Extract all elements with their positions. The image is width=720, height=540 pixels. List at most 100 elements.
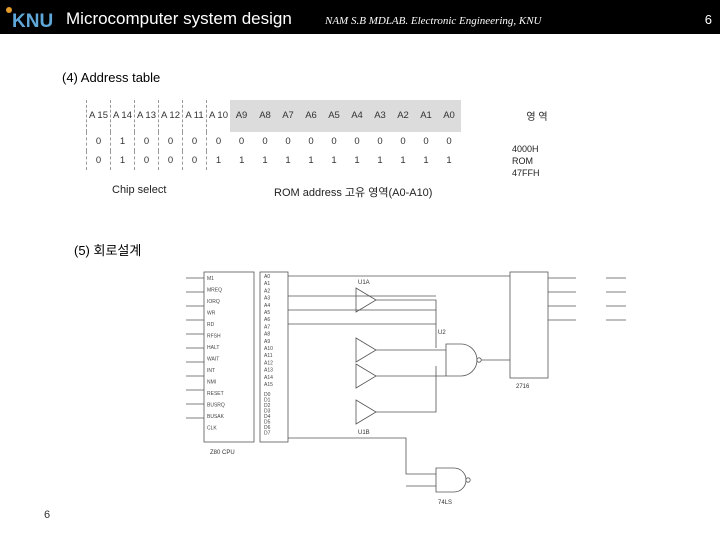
cpu-pin-label: IORQ xyxy=(207,299,220,305)
table-cell: 0 xyxy=(262,135,268,147)
table-cell: 0 xyxy=(134,151,159,170)
address-pin-label: A6 xyxy=(264,317,270,323)
column-header: A8 xyxy=(253,100,277,132)
address-pin-label: A2 xyxy=(264,288,270,294)
table-cell: 0 xyxy=(331,135,337,147)
column-header: A 13 xyxy=(134,100,159,132)
table-cell: 0 xyxy=(238,135,245,147)
data-pin-label: D5 xyxy=(264,420,271,426)
table-cell: 1 xyxy=(423,154,429,166)
table-cell: 0 xyxy=(158,151,183,170)
table-cell: 0 xyxy=(423,135,429,147)
column-header: A0 xyxy=(437,100,461,132)
table-cell: 1 xyxy=(354,154,360,166)
address-pin-label: A9 xyxy=(264,339,270,345)
cpu-pin-label: RD xyxy=(207,322,215,328)
table-cell: 1 xyxy=(110,132,135,151)
cpu-pin-label: INT xyxy=(207,368,215,374)
table-cell: 0 xyxy=(158,132,183,151)
cpu-pin-label: RFSH xyxy=(207,334,221,340)
cpu-pin-label: WR xyxy=(207,311,216,317)
data-pin-label: D6 xyxy=(264,425,271,431)
table-cell: 1 xyxy=(206,151,230,170)
table-cell: 1 xyxy=(262,154,268,166)
region-value: ROM xyxy=(512,156,533,166)
address-pin-label: A8 xyxy=(264,332,270,338)
table-cell: 0 xyxy=(400,135,406,147)
table-cell: 1 xyxy=(239,154,245,166)
nand-label: 74LS xyxy=(438,500,452,506)
gate2-label: U1B xyxy=(358,430,370,436)
address-pin-label: A0 xyxy=(264,274,270,280)
table-cell: 0 xyxy=(86,132,111,151)
rom-area-label: ROM address 고유 영역(A0-A10) xyxy=(274,187,433,199)
cpu-pin-label: BUSRQ xyxy=(207,403,225,409)
circuit-heading: (5) 회로설계 xyxy=(74,243,142,258)
table-cell: 1 xyxy=(285,154,291,166)
table-cell: 1 xyxy=(308,154,314,166)
chip-select-label: Chip select xyxy=(112,184,167,196)
address-pin-label: A10 xyxy=(264,346,273,352)
table-cell: 0 xyxy=(354,135,360,147)
table-cell: 0 xyxy=(86,151,111,170)
column-header: A 12 xyxy=(158,100,183,132)
gate1-label: U1A xyxy=(358,280,370,286)
column-header: A1 xyxy=(414,100,438,132)
region-value: 47FFH xyxy=(512,168,540,178)
cpu-pin-label: HALT xyxy=(207,345,219,351)
cpu-label: Z80 CPU xyxy=(210,450,235,456)
rom-label: 2716 xyxy=(516,384,530,390)
data-pin-label: D2 xyxy=(264,403,271,409)
cpu-pin-label: M1 xyxy=(207,276,214,282)
cpu-pin-label: MREQ xyxy=(207,288,222,294)
data-pin-label: D7 xyxy=(264,431,271,437)
table-cell: 0 xyxy=(285,135,291,147)
cpu-pin-label: CLK xyxy=(207,426,217,432)
address-pin-label: A15 xyxy=(264,382,273,388)
table-cell: 0 xyxy=(134,132,159,151)
column-header: A4 xyxy=(345,100,369,132)
header-page-number: 6 xyxy=(704,12,712,27)
footer-page-number: 6 xyxy=(44,509,51,521)
data-pin-label: D1 xyxy=(264,398,271,404)
table-cell: 0 xyxy=(206,132,230,151)
address-table-heading: (4) Address table xyxy=(62,70,161,85)
column-header: A2 xyxy=(391,100,415,132)
table-cell: 0 xyxy=(377,135,383,147)
page-title: Microcomputer system design xyxy=(66,9,292,28)
lab-subtitle: NAM S.B MDLAB. Electronic Engineering, K… xyxy=(325,15,542,27)
column-header: A5 xyxy=(322,100,346,132)
address-pin-label: A11 xyxy=(264,353,273,359)
data-pin-label: D0 xyxy=(264,392,271,398)
table-cell: 1 xyxy=(331,154,337,166)
table-cell: 1 xyxy=(400,154,406,166)
address-pin-label: A3 xyxy=(264,296,270,302)
address-pin-label: A4 xyxy=(264,303,270,309)
table-cell: 1 xyxy=(446,154,452,166)
column-header: A 14 xyxy=(110,100,135,132)
header-bar: KNU Microcomputer system design NAM S.B … xyxy=(0,0,720,34)
column-header: A7 xyxy=(276,100,300,132)
table-cell: 0 xyxy=(446,135,452,147)
address-pin-label: A5 xyxy=(264,310,270,316)
data-pin-label: D4 xyxy=(264,414,271,420)
table-cell: 0 xyxy=(182,132,207,151)
cpu-pin-label: RESET xyxy=(207,391,224,397)
cpu-pin-label: NMI xyxy=(207,380,216,386)
column-header: A 10 xyxy=(206,100,230,132)
cpu-pin-label: BUSAK xyxy=(207,414,225,420)
table-cell: 1 xyxy=(110,151,135,170)
region-column: 영 역 4000H ROM 47FFH xyxy=(512,108,562,179)
address-pin-label: A14 xyxy=(264,375,273,381)
region-header: 영 역 xyxy=(526,112,548,123)
address-pin-label: A12 xyxy=(264,360,273,366)
gate3-label: U2 xyxy=(438,330,446,336)
column-header: A9 xyxy=(230,100,254,132)
table-cell: 1 xyxy=(377,154,383,166)
address-pin-label: A13 xyxy=(264,368,273,374)
